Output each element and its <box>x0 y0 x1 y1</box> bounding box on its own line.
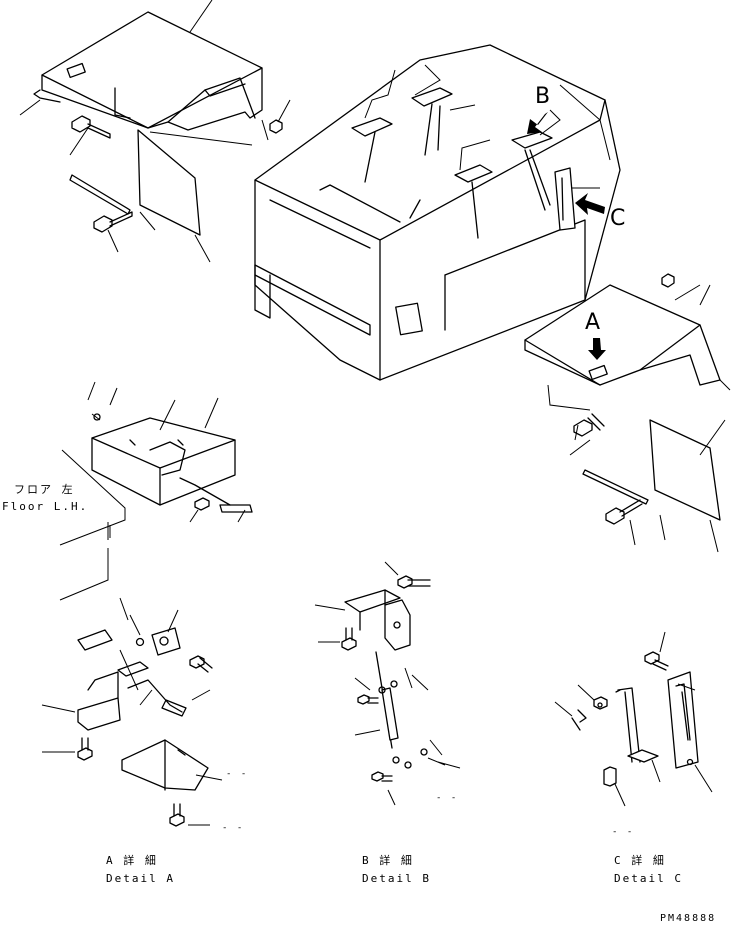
arrow-b <box>527 112 548 134</box>
view-letter-a: A <box>585 310 601 335</box>
view-letter-c: C <box>610 206 626 231</box>
dash-mark: - - <box>612 827 635 837</box>
arrow-c <box>575 193 605 215</box>
detail-c-drawing <box>554 631 713 807</box>
detail-b-label-jp: B 詳 細 <box>362 854 414 867</box>
detail-a-drawing <box>41 449 223 827</box>
dash-mark: - - <box>222 823 245 833</box>
detail-b-drawing <box>314 561 461 806</box>
view-letter-b: B <box>535 84 551 109</box>
detail-c-label-en: Detail C <box>614 872 683 885</box>
floor-bracket <box>87 381 253 523</box>
dash-mark: - - <box>226 769 249 779</box>
floor-label-jp: フロア 左 <box>14 483 75 496</box>
left-fender-cover <box>19 0 291 263</box>
drawing-number: PM48888 <box>660 913 717 924</box>
right-fender-cover <box>524 273 731 553</box>
dash-mark: - - <box>436 793 459 803</box>
detail-a-label-en: Detail A <box>106 872 175 885</box>
detail-c-label-jp: C 詳 細 <box>614 854 666 867</box>
arrow-a <box>588 338 606 360</box>
detail-b-label-en: Detail B <box>362 872 431 885</box>
floor-label-en: Floor L.H. <box>2 500 89 513</box>
detail-a-label-jp: A 詳 細 <box>106 854 158 867</box>
